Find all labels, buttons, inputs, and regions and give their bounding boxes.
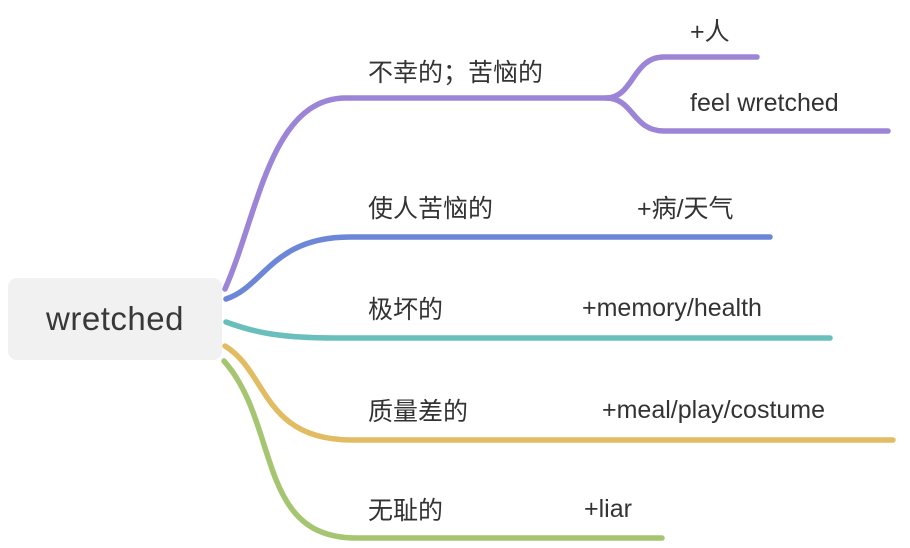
child-connector-person <box>603 54 760 101</box>
child-topic-liar[interactable]: +liar <box>584 495 632 523</box>
branch-topic-shameless[interactable]: 无耻的 <box>368 497 444 525</box>
branch-connector-distressing <box>223 234 773 302</box>
child-topic-illness-weather[interactable]: +病/天气 <box>637 195 734 223</box>
child-connector-feel-wretched <box>603 95 891 134</box>
branch-connector-very-bad <box>223 319 833 341</box>
branch-connector-unfortunate <box>222 95 609 292</box>
branch-topic-unfortunate[interactable]: 不幸的；苦恼的 <box>368 59 544 87</box>
root-node[interactable]: wretched <box>8 278 222 360</box>
child-topic-meal-play-costume[interactable]: +meal/play/costume <box>602 396 826 424</box>
child-topic-person[interactable]: +人 <box>690 18 730 46</box>
branch-connector-poor-quality <box>222 343 896 443</box>
child-topic-memory-health[interactable]: +memory/health <box>582 294 762 322</box>
root-label: wretched <box>46 300 184 337</box>
branch-topic-poor-quality[interactable]: 质量差的 <box>368 398 469 426</box>
branch-topic-very-bad[interactable]: 极坏的 <box>368 296 444 324</box>
child-topic-feel-wretched[interactable]: feel wretched <box>690 89 839 117</box>
branch-topic-distressing[interactable]: 使人苦恼的 <box>368 195 494 223</box>
branch-connector-shameless <box>221 358 665 541</box>
